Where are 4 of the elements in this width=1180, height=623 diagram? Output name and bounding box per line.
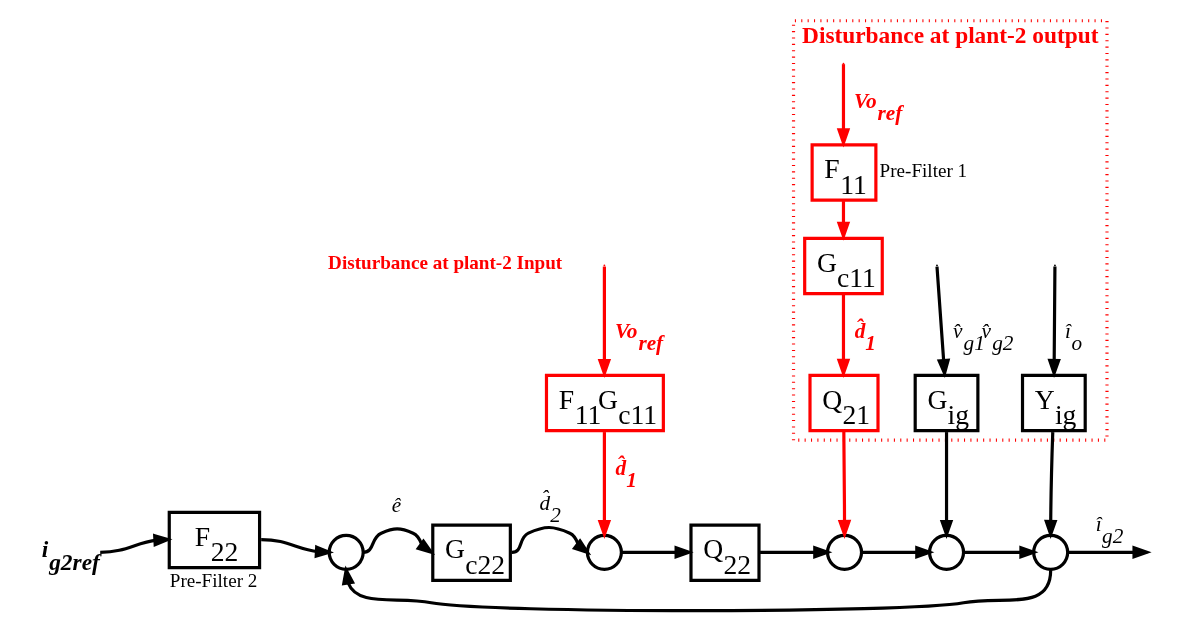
node-label: Pre-Filter 2 bbox=[169, 569, 257, 591]
edge-label: ê bbox=[391, 492, 401, 517]
node-label: Pre-Filter 1 bbox=[879, 160, 967, 182]
label: Disturbance at plant-2 Input bbox=[327, 252, 562, 274]
